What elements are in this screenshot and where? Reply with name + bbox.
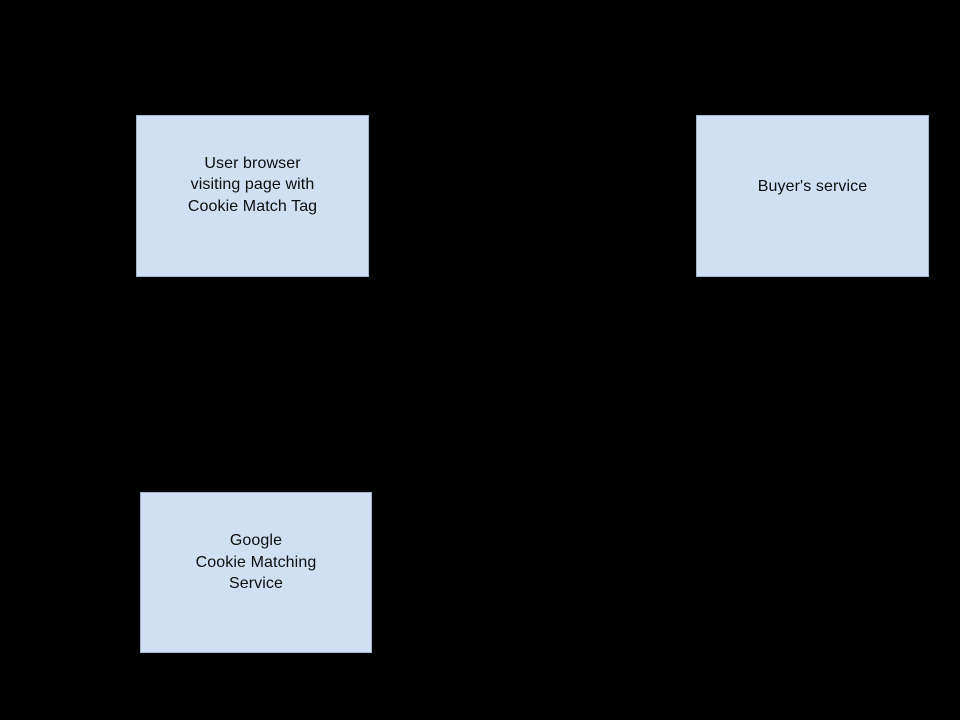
node-buyers-service-label: Buyer's service bbox=[757, 178, 868, 196]
node-user-browser[interactable]: User browser visiting page with Cookie M… bbox=[136, 115, 369, 277]
node-user-browser-label: User browser visiting page with Cookie M… bbox=[187, 154, 318, 215]
node-buyers-service[interactable]: Buyer's service bbox=[696, 115, 929, 277]
node-google-cookie-matching-label: Google Cookie Matching Service bbox=[195, 532, 317, 593]
node-google-cookie-matching[interactable]: Google Cookie Matching Service bbox=[140, 492, 372, 653]
